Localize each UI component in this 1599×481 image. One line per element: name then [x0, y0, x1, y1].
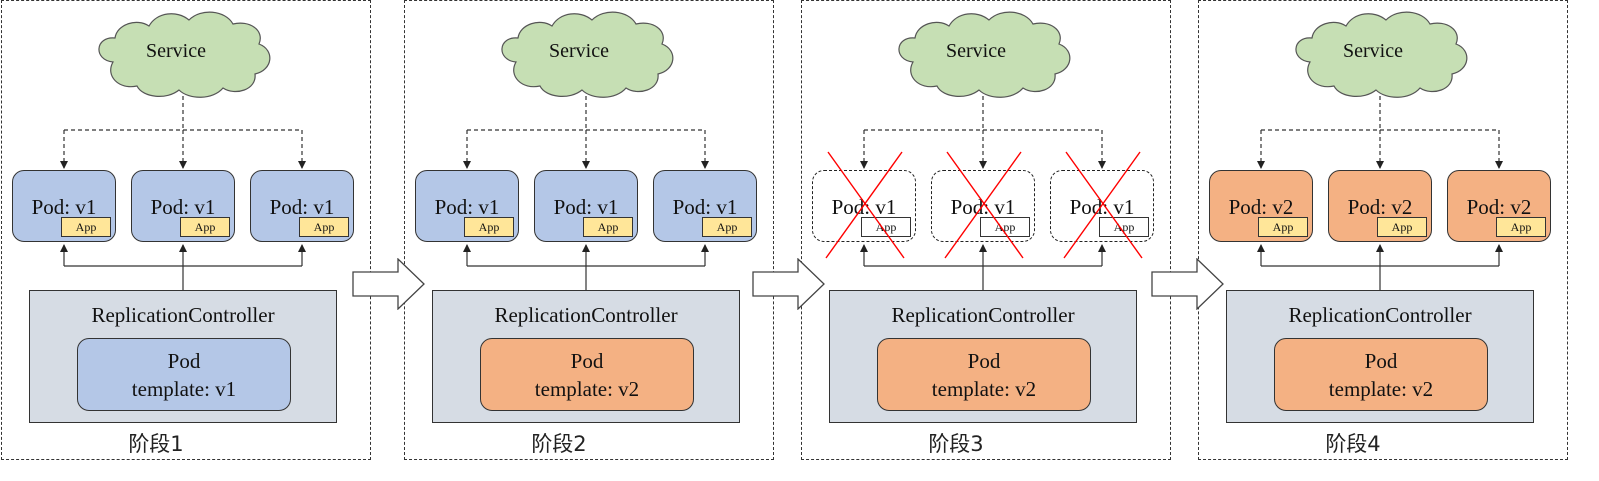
app-badge: App [583, 217, 633, 237]
replication-controller-title: ReplicationController [91, 303, 275, 327]
pod-label: Pod: v1 [31, 195, 97, 219]
service-cloud-icon [898, 11, 1071, 98]
app-badge: App [61, 217, 111, 237]
app-badge: App [1377, 217, 1427, 237]
connector-layer [1257, 11, 1503, 290]
connector-layer [60, 11, 306, 290]
pod-label: Pod: v2 [1347, 195, 1413, 219]
stage-frame [404, 0, 774, 460]
pod-template: Pod template: v2 [877, 338, 1091, 411]
pod-template-title: Pod [967, 349, 1001, 373]
service-cloud-icon [501, 11, 674, 98]
deleted-cross-icon [1063, 151, 1143, 259]
pod-template-version: template: v1 [131, 377, 237, 401]
pod-template-title: Pod [570, 349, 604, 373]
app-badge: App [980, 217, 1030, 237]
stage-label: 阶段3 [928, 432, 984, 456]
pod-template-version: template: v2 [534, 377, 640, 401]
connector-layer [463, 11, 709, 290]
replication-controller-title: ReplicationController [891, 303, 1075, 327]
connector-layer [860, 11, 1106, 290]
deleted-cross-icon [825, 151, 905, 259]
pod-template: Pod template: v2 [1274, 338, 1488, 411]
service-label: Service [946, 40, 1006, 62]
deleted-cross-icon [944, 151, 1024, 259]
stage-frame [801, 0, 1171, 460]
pod-label: Pod: v1 [831, 195, 897, 219]
service-label: Service [549, 40, 609, 62]
app-badge: App [1496, 217, 1546, 237]
pod-label: Pod: v2 [1466, 195, 1532, 219]
pod-label: Pod: v1 [150, 195, 216, 219]
app-badge: App [861, 217, 911, 237]
stage-label: 阶段1 [128, 432, 184, 456]
pod-label: Pod: v1 [950, 195, 1016, 219]
transition-arrow-icon-1 [352, 258, 425, 310]
app-badge: App [1258, 217, 1308, 237]
pod-label: Pod: v1 [672, 195, 738, 219]
pod-template: Pod template: v2 [480, 338, 694, 411]
transition-arrow-icon-3 [1151, 258, 1224, 310]
stage-label: 阶段2 [531, 432, 587, 456]
service-cloud-icon [98, 11, 271, 98]
pod-label: Pod: v1 [553, 195, 619, 219]
pod-template: Pod template: v1 [77, 338, 291, 411]
app-badge: App [702, 217, 752, 237]
transition-arrow-icon-2 [752, 258, 825, 310]
pod-template-title: Pod [167, 349, 201, 373]
pod-template-version: template: v2 [1328, 377, 1434, 401]
pod-template-version: template: v2 [931, 377, 1037, 401]
pod-label: Pod: v1 [1069, 195, 1135, 219]
pod-label: Pod: v1 [434, 195, 500, 219]
pod-template-title: Pod [1364, 349, 1398, 373]
app-badge: App [464, 217, 514, 237]
app-badge: App [299, 217, 349, 237]
replication-controller-title: ReplicationController [494, 303, 678, 327]
service-cloud-icon [1295, 11, 1468, 98]
stage-frame [1, 0, 371, 460]
pod-label: Pod: v1 [269, 195, 335, 219]
service-label: Service [1343, 40, 1403, 62]
replication-controller-title: ReplicationController [1288, 303, 1472, 327]
service-label: Service [146, 40, 206, 62]
stage-frame [1198, 0, 1568, 460]
app-badge: App [180, 217, 230, 237]
app-badge: App [1099, 217, 1149, 237]
pod-label: Pod: v2 [1228, 195, 1294, 219]
stage-label: 阶段4 [1325, 432, 1381, 456]
